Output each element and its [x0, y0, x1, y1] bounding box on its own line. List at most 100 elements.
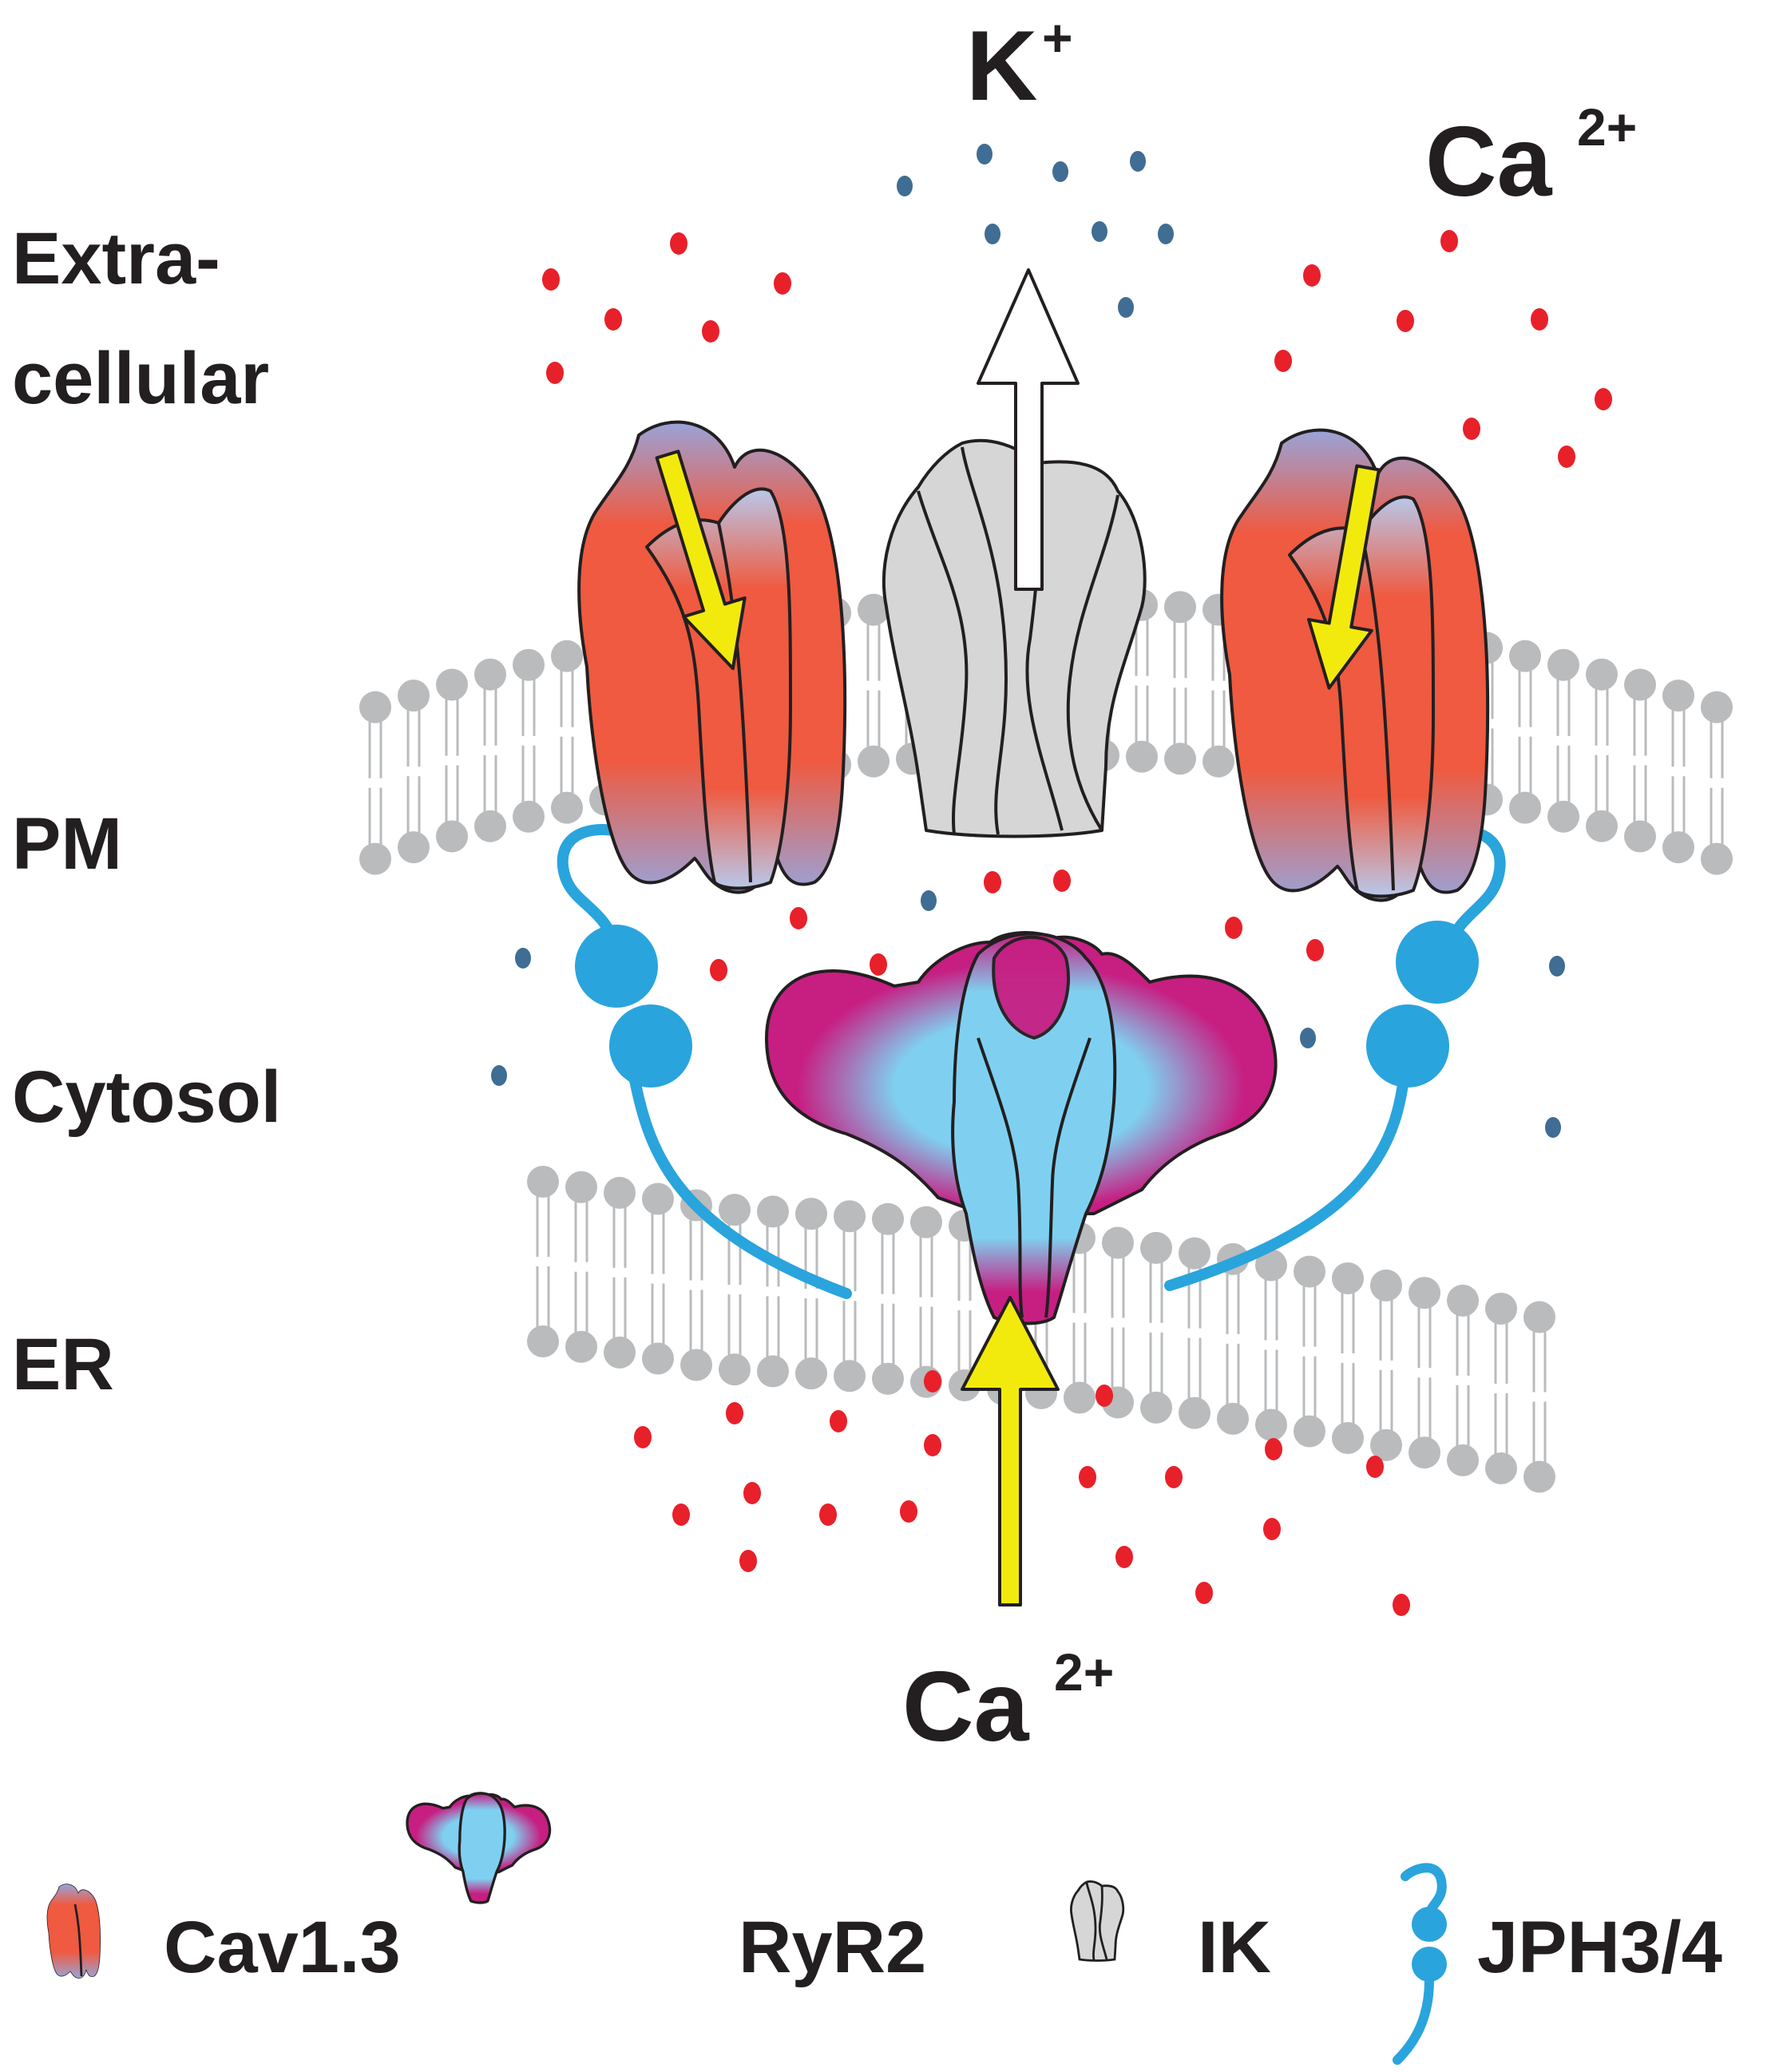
lipid-head — [1624, 668, 1656, 701]
ca-ion — [542, 268, 560, 291]
lipid-head — [1509, 640, 1541, 672]
k-ion — [1052, 161, 1068, 182]
k-ion — [985, 224, 1000, 244]
k-ion — [515, 948, 531, 969]
lipid-head — [795, 1198, 827, 1230]
label-er: ER — [12, 1324, 114, 1405]
k-ion — [1118, 297, 1134, 318]
k-ion — [977, 144, 993, 164]
lipid-head — [565, 1171, 597, 1203]
lipid-head — [436, 668, 468, 701]
lipid-head — [858, 593, 890, 626]
lipid-head — [1294, 1415, 1325, 1448]
lipid-head — [1255, 1408, 1287, 1441]
ca-ion — [830, 1410, 847, 1432]
k-ion — [1545, 1117, 1561, 1138]
lipid-head — [680, 1349, 712, 1381]
ik-channel-icon — [1070, 1880, 1125, 1962]
lipid-head — [1624, 820, 1656, 853]
ca-ion — [710, 959, 727, 981]
ca-ion — [774, 272, 791, 295]
lipid-head — [719, 1194, 751, 1226]
lipid-head — [565, 1330, 597, 1363]
ca-ion — [1366, 1456, 1384, 1478]
k-efflux-arrow — [977, 268, 1080, 591]
ca-ion — [1274, 350, 1292, 372]
lipid-head — [436, 820, 468, 853]
lipid-head — [551, 791, 583, 824]
lipid-head — [872, 1202, 904, 1235]
ca-ion — [1463, 418, 1480, 440]
ca-ion — [924, 1434, 941, 1456]
lipid-head — [604, 1176, 636, 1209]
svg-text:K: K — [966, 11, 1038, 121]
lipid-head — [1547, 648, 1579, 681]
ca-ion — [1265, 1438, 1282, 1460]
svg-text:Ca: Ca — [1425, 107, 1553, 217]
lipid-head — [1523, 1301, 1555, 1333]
ca-ion — [743, 1482, 761, 1504]
ca-ion — [1195, 1582, 1213, 1604]
lipid-head — [1409, 1277, 1440, 1309]
lipid-head — [474, 810, 506, 842]
ca-ion — [1303, 264, 1321, 287]
lipid-head — [757, 1355, 789, 1388]
ca-ion — [1531, 308, 1548, 331]
ca-ion — [1595, 388, 1612, 410]
jph34-left — [557, 824, 852, 1299]
ca-ion — [1397, 310, 1414, 332]
k-ion — [1130, 151, 1146, 172]
k-ion — [1300, 1028, 1316, 1048]
svg-text:Ca: Ca — [902, 1652, 1030, 1762]
k-ion — [921, 890, 937, 911]
lipid-head — [1064, 1381, 1096, 1414]
lipid-head — [1662, 679, 1694, 712]
lipid-head — [1509, 791, 1541, 824]
lipid-head — [1294, 1255, 1325, 1288]
ca-ion — [924, 1370, 941, 1393]
lipid-head — [604, 1336, 636, 1369]
lipid-head — [1332, 1422, 1364, 1455]
ryr2-channel-icon — [406, 1792, 552, 1904]
ryr2-channel — [765, 931, 1278, 1325]
ca-ion — [1165, 1466, 1183, 1488]
lipid-head — [834, 1360, 866, 1393]
ca-ion — [672, 1503, 690, 1526]
lipid-head — [398, 679, 430, 712]
lipid-head — [1255, 1249, 1287, 1282]
label-extracellular-2: cellular — [12, 338, 269, 419]
ca-ion — [1096, 1385, 1113, 1407]
lipid-head — [1586, 810, 1618, 842]
label-cytosol: Cytosol — [12, 1056, 281, 1138]
ca-ion — [790, 907, 807, 929]
lipid-head — [513, 648, 545, 681]
ca-ion — [1115, 1546, 1133, 1568]
lipid-head — [1179, 1397, 1210, 1429]
jph34-tether-icon — [1393, 1863, 1447, 2065]
ca-ion — [546, 362, 564, 384]
lipid-head — [1126, 740, 1158, 773]
ca-ion — [670, 232, 687, 255]
ik-channel — [882, 438, 1147, 838]
potassium-ions — [491, 144, 1565, 1138]
lipid-head — [1217, 1402, 1249, 1435]
lipid-head — [719, 1353, 751, 1386]
cav13-channel-icon — [46, 1884, 101, 1979]
ca-ion — [726, 1402, 743, 1424]
calcium-ions — [542, 230, 1612, 1616]
lipid-head — [834, 1200, 866, 1233]
lipid-head — [513, 800, 545, 833]
legend-label-ryr2: RyR2 — [739, 1907, 926, 1988]
svg-text:+: + — [1042, 8, 1073, 67]
k-ion — [1158, 224, 1174, 244]
legend: Cav1.3 RyR2 IK JPH3/4 — [46, 1792, 1722, 2065]
lipid-head — [1332, 1262, 1364, 1295]
label-extracellular-1: Extra- — [12, 218, 220, 299]
ca-ion — [1306, 939, 1324, 961]
lipid-head — [1485, 1452, 1517, 1485]
lipid-head — [359, 691, 391, 723]
lipid-head — [1586, 658, 1618, 691]
lipid-head — [1164, 743, 1196, 775]
lipid-head — [398, 831, 430, 864]
